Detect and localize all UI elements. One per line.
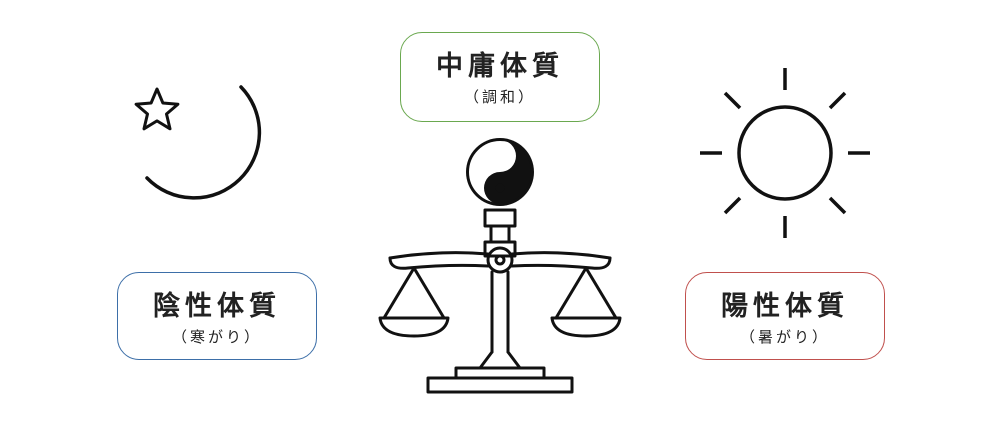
- yang-constitution-title: 陽性体質: [721, 291, 849, 322]
- star-icon: [134, 87, 180, 131]
- sun-icon: [700, 68, 870, 238]
- balance-scale-icon: [378, 138, 622, 394]
- yin-constitution-subtitle: （寒がり）: [171, 328, 262, 346]
- moon-and-star-group: [134, 85, 262, 200]
- balanced-constitution-box: 中庸体質 （調和）: [400, 32, 600, 122]
- yin-constitution-title: 陰性体質: [153, 291, 281, 322]
- crescent-moon-icon: [145, 85, 262, 200]
- yang-constitution-subtitle: （暑がり）: [739, 328, 830, 346]
- balanced-constitution-subtitle: （調和）: [463, 88, 536, 106]
- balanced-constitution-title: 中庸体質: [436, 51, 564, 82]
- yin-constitution-box: 陰性体質 （寒がり）: [117, 272, 317, 360]
- yang-constitution-box: 陽性体質 （暑がり）: [685, 272, 885, 360]
- yin-yang-icon: [466, 138, 534, 206]
